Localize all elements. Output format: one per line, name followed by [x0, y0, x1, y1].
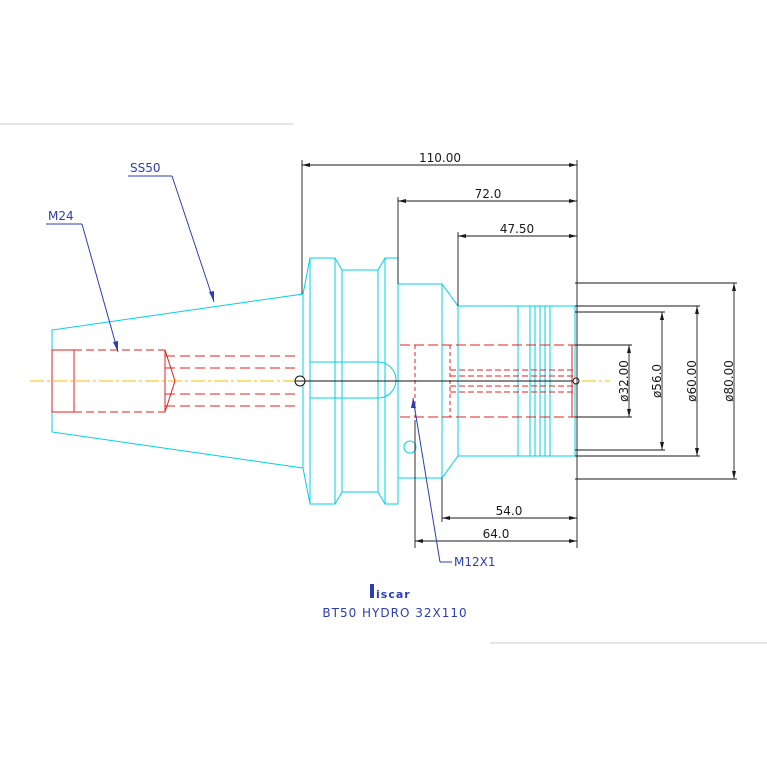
drive-pin	[403, 440, 417, 454]
dim-bore-dia: ø32.00	[617, 360, 631, 402]
hidden-lines	[51, 344, 575, 418]
dim-clamp-length: 47.50	[500, 222, 534, 236]
dim-total-length: 110.00	[419, 151, 461, 165]
dim-bore-depth-long: 64.0	[483, 527, 510, 541]
iscar-logo: iscar	[370, 584, 411, 601]
callout-taper: SS50	[130, 161, 161, 175]
dimension-lines	[301, 160, 737, 548]
dim-nose-dia: ø60.00	[685, 360, 699, 402]
drawing-title: BT50 HYDRO 32X110	[322, 606, 467, 620]
callout-leaders	[46, 175, 452, 563]
drawing-frame	[0, 123, 767, 644]
m24-thread-bore	[51, 349, 75, 413]
callout-screw: M12X1	[454, 555, 495, 569]
dim-bore-depth-short: 54.0	[496, 504, 523, 518]
drive-slot	[310, 361, 397, 399]
dimension-arrows	[302, 163, 736, 543]
callout-thread: M24	[48, 209, 74, 223]
dim-flange-dia: ø80.00	[722, 360, 736, 402]
logo-text: iscar	[376, 588, 411, 601]
callout-arrowheads	[113, 291, 416, 408]
dim-body-length: 72.0	[475, 187, 502, 201]
dim-sleeve-dia: ø56.0	[650, 364, 664, 398]
reference-marks	[294, 375, 580, 387]
